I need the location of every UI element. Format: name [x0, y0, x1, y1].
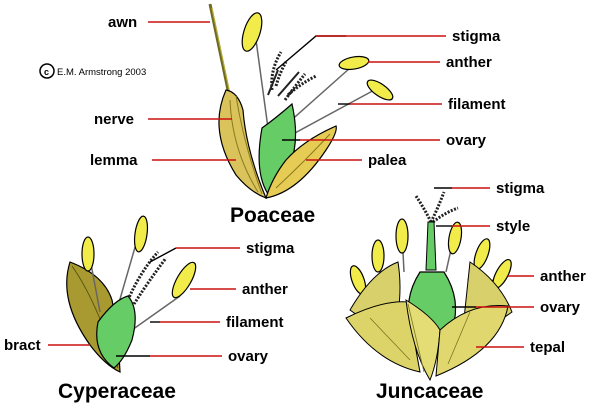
label-style: style [496, 218, 530, 235]
label-anther: anther [242, 281, 288, 298]
label-lemma: lemma [90, 152, 138, 169]
label-palea: palea [368, 152, 407, 169]
label-stigma: stigma [452, 28, 501, 45]
juncaceae-labels: stigma style anther ovary tepal Juncacea… [376, 180, 586, 403]
poaceae-labels: awn nerve lemma stigma anther filament o… [90, 14, 506, 227]
label-ovary: ovary [446, 132, 487, 149]
label-nerve: nerve [94, 111, 134, 128]
copyright-notice: c E.M. Armstrong 2003 [39, 63, 146, 79]
cyperaceae-labels: stigma anther filament ovary bract Cyper… [4, 240, 295, 403]
svg-text:c: c [44, 67, 49, 77]
cyperaceae-illustration [66, 215, 197, 373]
label-stigma: stigma [496, 180, 545, 197]
copyright-text: E.M. Armstrong 2003 [57, 67, 146, 78]
label-anther: anther [446, 54, 492, 71]
label-tepal: tepal [530, 339, 565, 356]
label-ovary: ovary [540, 299, 581, 316]
title-cyperaceae: Cyperaceae [58, 380, 176, 403]
copyright-icon [39, 63, 55, 79]
juncaceae-illustration [345, 191, 513, 382]
label-filament: filament [226, 314, 284, 331]
title-poaceae: Poaceae [230, 204, 315, 227]
label-filament: filament [448, 96, 506, 113]
label-stigma: stigma [246, 240, 295, 257]
label-anther: anther [540, 268, 586, 285]
label-awn: awn [108, 14, 137, 31]
label-bract: bract [4, 337, 41, 354]
poaceae-illustration [208, 3, 394, 200]
label-ovary: ovary [228, 348, 269, 365]
title-juncaceae: Juncaceae [376, 380, 483, 403]
